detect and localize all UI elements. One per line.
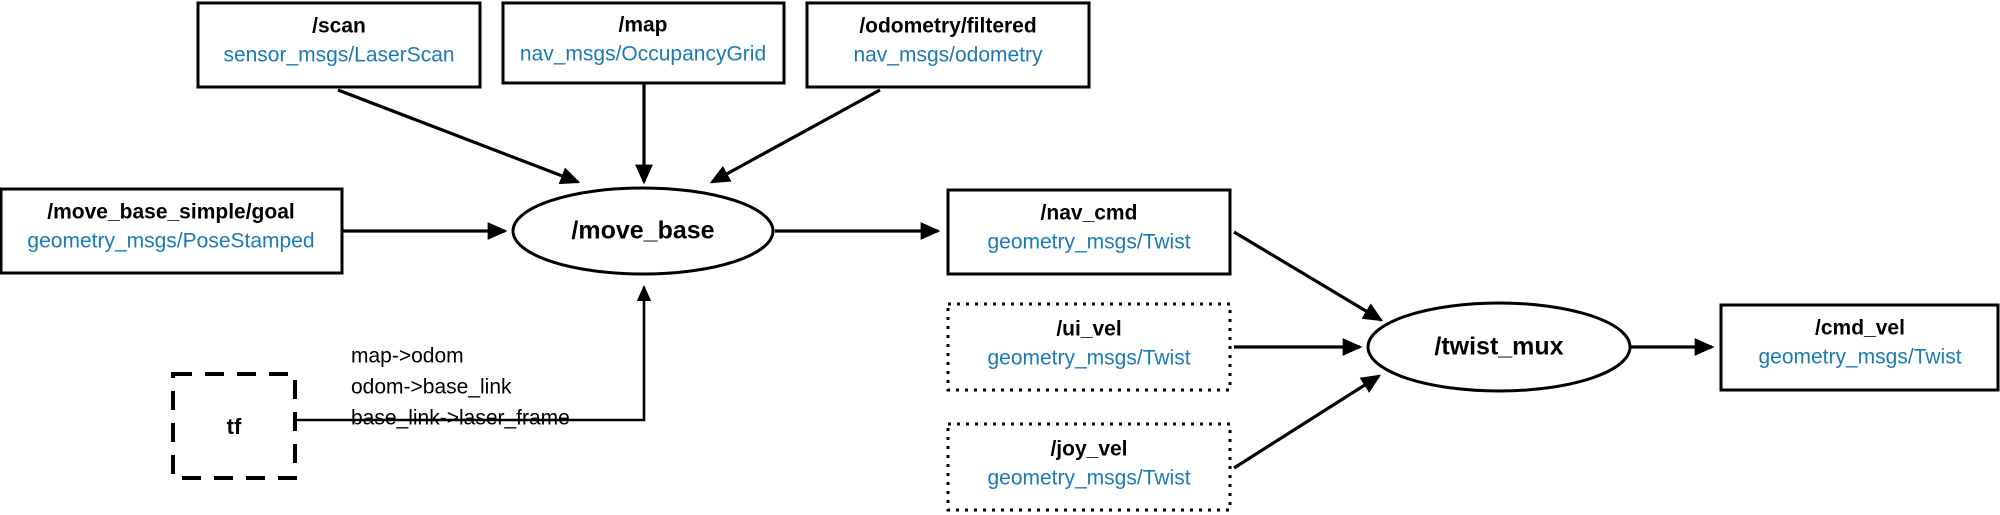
- tf-transform-0: map->odom: [351, 345, 464, 368]
- topic-cmd-vel-name: /cmd_vel: [1815, 317, 1905, 340]
- topic-box-ui-vel[interactable]: /ui_vel geometry_msgs/Twist: [946, 302, 1232, 392]
- tf-transform-labels: map->odom odom->base_link base_link->las…: [351, 345, 570, 430]
- topic-cmd-vel-type: geometry_msgs/Twist: [1758, 346, 1961, 369]
- topic-odometry-filtered-name: /odometry/filtered: [859, 15, 1036, 38]
- edge-nav-cmd-to-twist-mux: [1233, 230, 1384, 322]
- node-tf-label: tf: [227, 414, 242, 439]
- topic-nav-cmd-type: geometry_msgs/Twist: [987, 231, 1190, 254]
- topic-box-cmd-vel[interactable]: /cmd_vel geometry_msgs/Twist: [1719, 303, 2000, 392]
- edge-tf-to-move-base: [297, 284, 652, 422]
- topic-box-move-base-simple-goal[interactable]: /move_base_simple/goal geometry_msgs/Pos…: [0, 187, 344, 275]
- topic-box-nav-cmd[interactable]: /nav_cmd geometry_msgs/Twist: [946, 188, 1232, 276]
- topic-odometry-filtered-type: nav_msgs/odometry: [853, 44, 1043, 67]
- topic-ui-vel-name: /ui_vel: [1056, 318, 1121, 341]
- topic-joy-vel-name: /joy_vel: [1050, 438, 1127, 461]
- topic-box-joy-vel[interactable]: /joy_vel geometry_msgs/Twist: [946, 422, 1232, 512]
- tf-transform-1: odom->base_link: [351, 376, 512, 399]
- topic-box-odometry-filtered[interactable]: /odometry/filtered nav_msgs/odometry: [805, 1, 1091, 89]
- topic-scan-type: sensor_msgs/LaserScan: [223, 44, 454, 67]
- topic-ui-vel-type: geometry_msgs/Twist: [987, 347, 1190, 370]
- node-move-base[interactable]: /move_base: [511, 186, 775, 276]
- topic-box-scan[interactable]: /scan sensor_msgs/LaserScan: [196, 1, 482, 89]
- node-twist-mux-label: /twist_mux: [1434, 333, 1563, 361]
- node-twist-mux[interactable]: /twist_mux: [1366, 301, 1632, 393]
- edge-scan-to-move-base: [337, 88, 581, 185]
- topic-nav-cmd-name: /nav_cmd: [1041, 202, 1138, 225]
- topic-joy-vel-type: geometry_msgs/Twist: [987, 467, 1190, 490]
- node-tf[interactable]: tf: [171, 372, 297, 480]
- topic-map-name: /map: [618, 14, 667, 37]
- edge-joy-vel-to-twist-mux: [1233, 374, 1382, 470]
- topic-goal-type: geometry_msgs/PoseStamped: [27, 230, 314, 253]
- topic-goal-name: /move_base_simple/goal: [47, 201, 294, 224]
- node-move-base-label: /move_base: [571, 217, 714, 245]
- topic-box-map[interactable]: /map nav_msgs/OccupancyGrid: [501, 1, 786, 85]
- topic-scan-name: /scan: [312, 15, 366, 38]
- topic-map-type: nav_msgs/OccupancyGrid: [520, 43, 766, 66]
- edge-odometry-to-move-base: [709, 88, 881, 184]
- tf-transform-2: base_link->laser_frame: [351, 407, 570, 430]
